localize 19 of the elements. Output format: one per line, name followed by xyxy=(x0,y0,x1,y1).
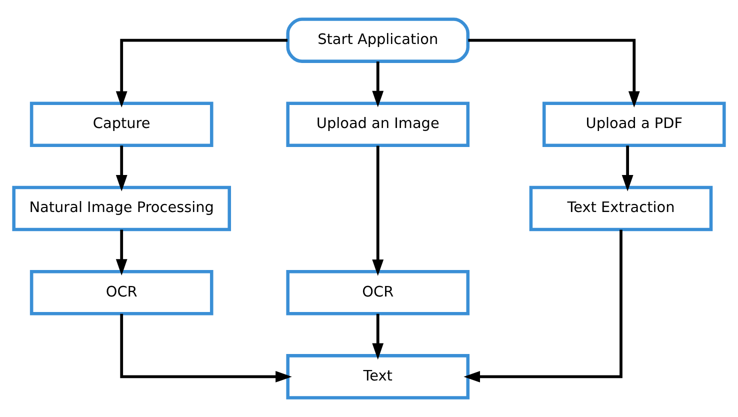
arrow xyxy=(372,314,384,360)
arrow xyxy=(468,38,640,108)
node-box: Text Extraction xyxy=(529,186,713,232)
node-box: Text xyxy=(286,354,470,400)
node-box: Upload a PDF xyxy=(542,102,726,148)
arrow xyxy=(372,62,384,108)
arrow xyxy=(622,146,634,192)
node-box: Start Application xyxy=(286,18,470,63)
arrow xyxy=(120,314,292,382)
arrow xyxy=(372,146,384,276)
node-box: OCR xyxy=(30,270,214,316)
arrow xyxy=(116,146,128,192)
arrow xyxy=(464,230,622,382)
arrow xyxy=(116,230,128,276)
node-box: Upload an Image xyxy=(286,102,470,148)
node-box: OCR xyxy=(286,270,470,316)
arrow xyxy=(116,38,288,108)
node-box: Capture xyxy=(30,102,214,148)
node-box: Natural Image Processing xyxy=(12,186,231,232)
